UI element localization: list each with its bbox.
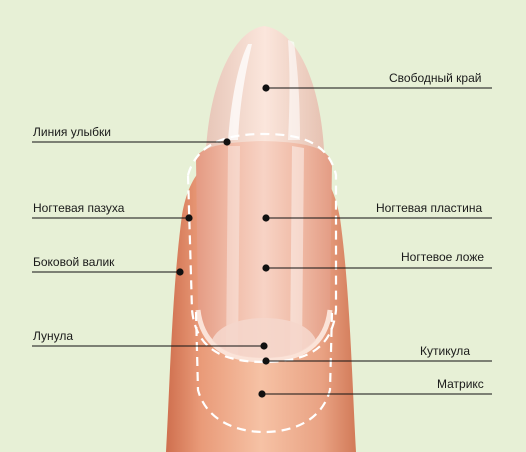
label-lunula: Лунула bbox=[33, 329, 74, 343]
dot-nail-bed bbox=[262, 264, 270, 272]
label-free-edge: Свободный край bbox=[389, 71, 482, 85]
nail-plate-outline bbox=[186, 132, 338, 364]
label-cuticle: Кутикула bbox=[420, 344, 470, 358]
dot-free-edge bbox=[262, 84, 270, 92]
dot-lunula bbox=[260, 342, 268, 350]
dot-matrix bbox=[258, 390, 266, 398]
nail-plate-highlight-2 bbox=[290, 146, 304, 355]
lunula-shape bbox=[212, 318, 316, 358]
dot-nail-sinus bbox=[185, 214, 193, 222]
leader-lines bbox=[32, 87, 492, 395]
free-edge-highlight-2 bbox=[288, 40, 300, 140]
dot-nail-plate bbox=[262, 214, 270, 222]
nail-plate bbox=[196, 141, 332, 358]
label-nail-bed: Ногтевое ложе bbox=[401, 250, 485, 264]
label-nail-sinus: Ногтевая пазуха bbox=[33, 201, 125, 215]
label-lateral-fold: Боковой валик bbox=[33, 255, 115, 269]
marker-dots bbox=[176, 84, 270, 398]
dot-cuticle bbox=[262, 357, 270, 365]
label-nail-plate: Ногтевая пластина bbox=[376, 201, 483, 215]
dot-lateral-fold bbox=[176, 268, 184, 276]
label-matrix: Матрикс bbox=[437, 377, 484, 391]
free-edge-highlight bbox=[228, 44, 252, 140]
matrix-outline bbox=[194, 311, 334, 434]
dot-smile-line bbox=[223, 138, 231, 146]
nail-plate-highlight bbox=[226, 146, 240, 356]
label-smile-line: Линия улыбки bbox=[33, 125, 111, 139]
